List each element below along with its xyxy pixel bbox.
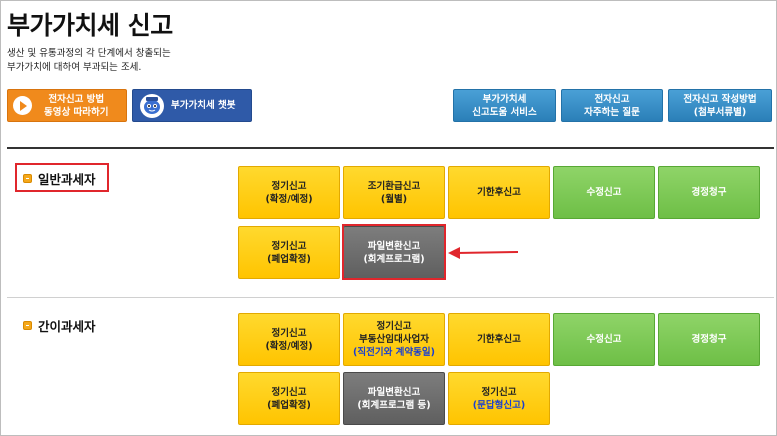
simplified-late-return-button[interactable]: 기한후신고 [448,313,550,366]
simplified-realestate-return-button[interactable]: 정기신고 부동산임대사업자 (직전기와 계약동일) [343,313,445,366]
general-late-return-button[interactable]: 기한후신고 [448,166,550,219]
tile-sublabel: (확정/예정) [265,340,313,352]
file-conversion-highlight [342,224,446,280]
tile-label: 정기신고 [376,321,412,332]
general-regular-return-button[interactable]: 정기신고 (확정/예정) [238,166,340,219]
general-label-highlight [15,163,109,192]
video-guide-button[interactable]: 전자신고 방법 동영상 따라하기 [7,89,127,122]
faq-label-1: 전자신고 [594,93,630,105]
tile-sublabel: (폐업확정) [267,399,311,411]
tile-sublabel: (문답형신고) [472,399,526,411]
writing-guide-button[interactable]: 전자신고 작성방법 (첨부서류별) [668,89,772,122]
simplified-amended-return-button[interactable]: 수정신고 [553,313,655,366]
tile-label: 기한후신고 [477,334,521,345]
general-correction-claim-button[interactable]: 경정청구 [658,166,760,219]
chatbot-icon [140,93,164,118]
page-title: 부가가치세 신고 [7,11,173,40]
faq-button[interactable]: 전자신고 자주하는 질문 [561,89,663,122]
simplified-taxpayer-label: 간이과세자 [38,319,96,334]
tile-label: 조기환급신고 [367,180,421,192]
description-line-2: 부가가치에 대하여 부과되는 조세. [7,62,142,73]
help-service-button[interactable]: 부가가치세 신고도움 서비스 [453,89,556,122]
section-divider-top [7,147,774,149]
simplified-correction-claim-button[interactable]: 경정청구 [658,313,760,366]
section-divider [7,297,774,298]
tile-label: 경정청구 [691,334,727,345]
chatbot-label: 부가가치세 챗봇 [171,100,236,111]
general-early-refund-button[interactable]: 조기환급신고 (월별) [343,166,445,219]
writing-guide-label-1: 전자신고 작성방법 [683,93,757,105]
tile-label: 기한후신고 [477,187,521,198]
tile-sublabel: (회계프로그램 등) [357,399,431,411]
tile-label: 수정신고 [586,187,622,198]
general-taxpayer-label: 일반과세자 [38,172,96,187]
tile-sublabel: 부동산임대사업자 [359,334,429,345]
bullet-icon [23,321,32,330]
tile-label: 정기신고 [481,386,517,398]
simplified-regular-return-button[interactable]: 정기신고 (확정/예정) [238,313,340,366]
tile-label: 정기신고 [271,240,307,252]
page-description: 생산 및 유통과정의 각 단계에서 창출되는 부가가치에 대하여 부과되는 조세… [7,47,171,75]
general-amended-return-button[interactable]: 수정신고 [553,166,655,219]
description-line-1: 생산 및 유통과정의 각 단계에서 창출되는 [7,48,171,59]
pointer-arrow-icon [448,247,519,259]
video-guide-label-1: 전자신고 방법 [48,93,105,105]
tile-label: 정기신고 [271,180,307,192]
tile-sublabel: (회계프로그램) [363,253,425,265]
writing-guide-label-2: (첨부서류별) [693,106,747,118]
tile-sublabel: (폐업확정) [267,253,311,265]
help-service-label-1: 부가가치세 [482,93,527,105]
tile-note: (직전기와 계약동일) [353,347,435,358]
simplified-file-conversion-button[interactable]: 파일변환신고 (회계프로그램 등) [343,372,445,425]
simplified-closure-return-button[interactable]: 정기신고 (폐업확정) [238,372,340,425]
help-service-label-2: 신고도움 서비스 [472,106,537,118]
general-closure-return-button[interactable]: 정기신고 (폐업확정) [238,226,340,279]
video-guide-label-2: 동영상 따라하기 [44,106,109,118]
tile-label: 파일변환신고 [367,386,421,398]
chatbot-button[interactable]: 부가가치세 챗봇 [132,89,252,122]
play-icon [13,96,32,115]
tile-sublabel: (확정/예정) [265,193,313,205]
simplified-qa-return-button[interactable]: 정기신고 (문답형신고) [448,372,550,425]
bullet-icon [23,174,32,183]
tile-label: 파일변환신고 [367,240,421,252]
tile-sublabel: (월별) [380,193,408,205]
tile-label: 정기신고 [271,386,307,398]
simplified-taxpayer-heading: 간이과세자 [23,316,96,335]
tile-label: 수정신고 [586,334,622,345]
tile-label: 정기신고 [271,327,307,339]
tile-label: 경정청구 [691,187,727,198]
faq-label-2: 자주하는 질문 [584,106,640,118]
general-taxpayer-heading: 일반과세자 [23,169,96,188]
